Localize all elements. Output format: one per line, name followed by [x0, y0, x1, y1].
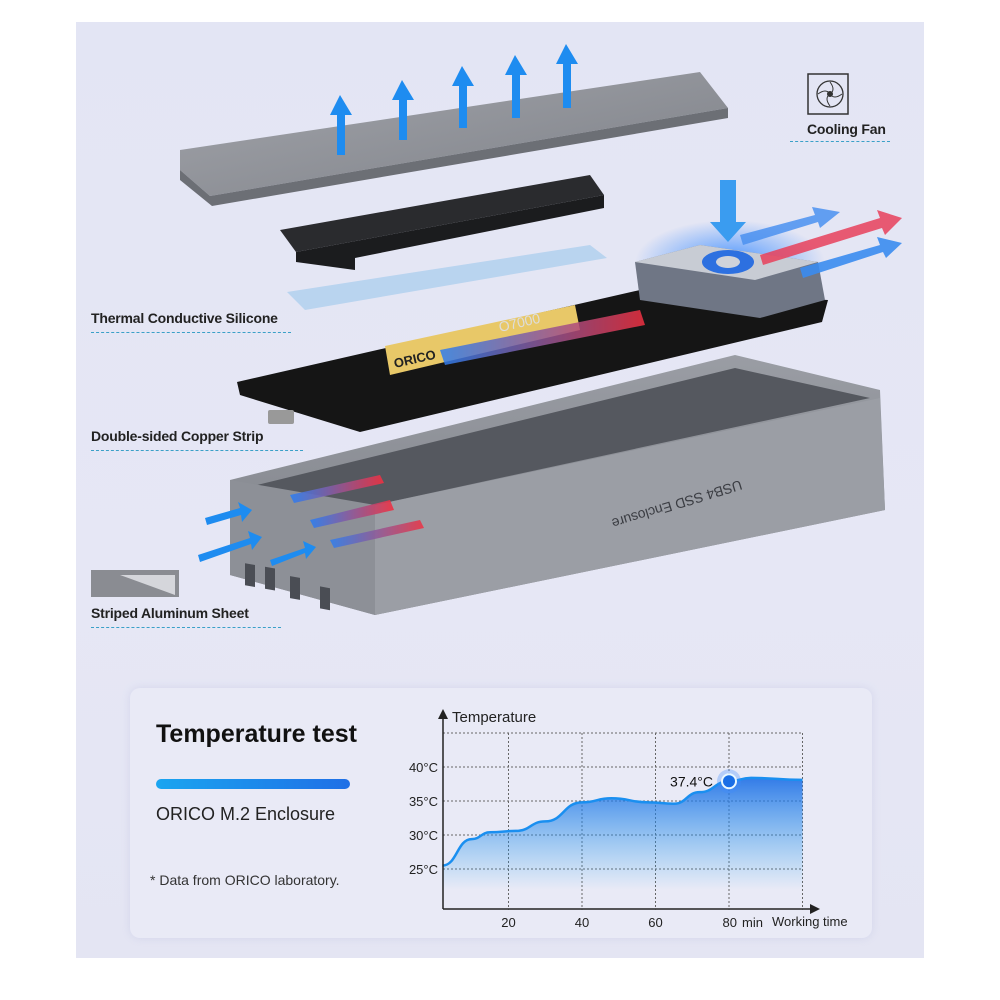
legend-label: ORICO M.2 Enclosure: [156, 804, 336, 824]
y-tick-label: 25°C: [409, 862, 438, 877]
x-tick-label: 20: [501, 915, 515, 930]
heatsink: [280, 175, 604, 270]
cooling-fan-icon: [807, 73, 849, 115]
pcb-board: ORICO O7000: [237, 290, 828, 432]
upward-heat-arrows: [330, 44, 578, 155]
label-double-sided-copper-strip: Double-sided Copper Strip: [91, 428, 264, 444]
enclosure-body: USB4 SSD Enclosure: [230, 355, 885, 615]
cooling-fan-module: [635, 220, 825, 318]
x-unit-label: min: [742, 915, 763, 930]
label-thermal-conductive-silicone: Thermal Conductive Silicone: [91, 310, 278, 326]
aluminum-lid: [180, 72, 728, 206]
leader-cooling-fan: [790, 141, 890, 142]
leader-thermal-silicone: [91, 332, 291, 333]
peak-value-label: 37.4°C: [670, 773, 713, 789]
exploded-product-illustration: ORICO O7000 USB4 SSD Enclosure: [91, 44, 902, 615]
thermal-silicone-pad: [287, 245, 607, 310]
x-tick-label: 60: [648, 915, 662, 930]
exhaust-arrows: [740, 207, 902, 278]
y-tick-label: 30°C: [409, 828, 438, 843]
x-axis-label: Working time: [772, 914, 848, 929]
y-tick-label: 35°C: [409, 794, 438, 809]
label-cooling-fan: Cooling Fan: [807, 121, 886, 137]
peak-marker: [721, 773, 737, 790]
card-title: Temperature test: [156, 720, 357, 748]
leader-aluminum-sheet: [91, 627, 281, 628]
striped-aluminum-sheet-thumbnail: [91, 570, 179, 597]
y-tick-label: 40°C: [409, 760, 438, 775]
leader-copper-strip: [91, 450, 303, 451]
x-tick-label: 80: [723, 915, 737, 930]
data-source-note: * Data from ORICO laboratory.: [150, 872, 340, 888]
fan-intake-arrow: [710, 180, 746, 242]
y-axis-arrow-icon: [438, 709, 448, 719]
x-tick-label: 40: [575, 915, 589, 930]
label-striped-aluminum-sheet: Striped Aluminum Sheet: [91, 605, 249, 621]
y-axis-label: Temperature: [452, 709, 536, 726]
legend-swatch: [156, 779, 350, 789]
series-area: [442, 777, 803, 890]
x-axis-arrow-icon: [810, 904, 820, 914]
side-vent-arrows: [198, 502, 316, 566]
